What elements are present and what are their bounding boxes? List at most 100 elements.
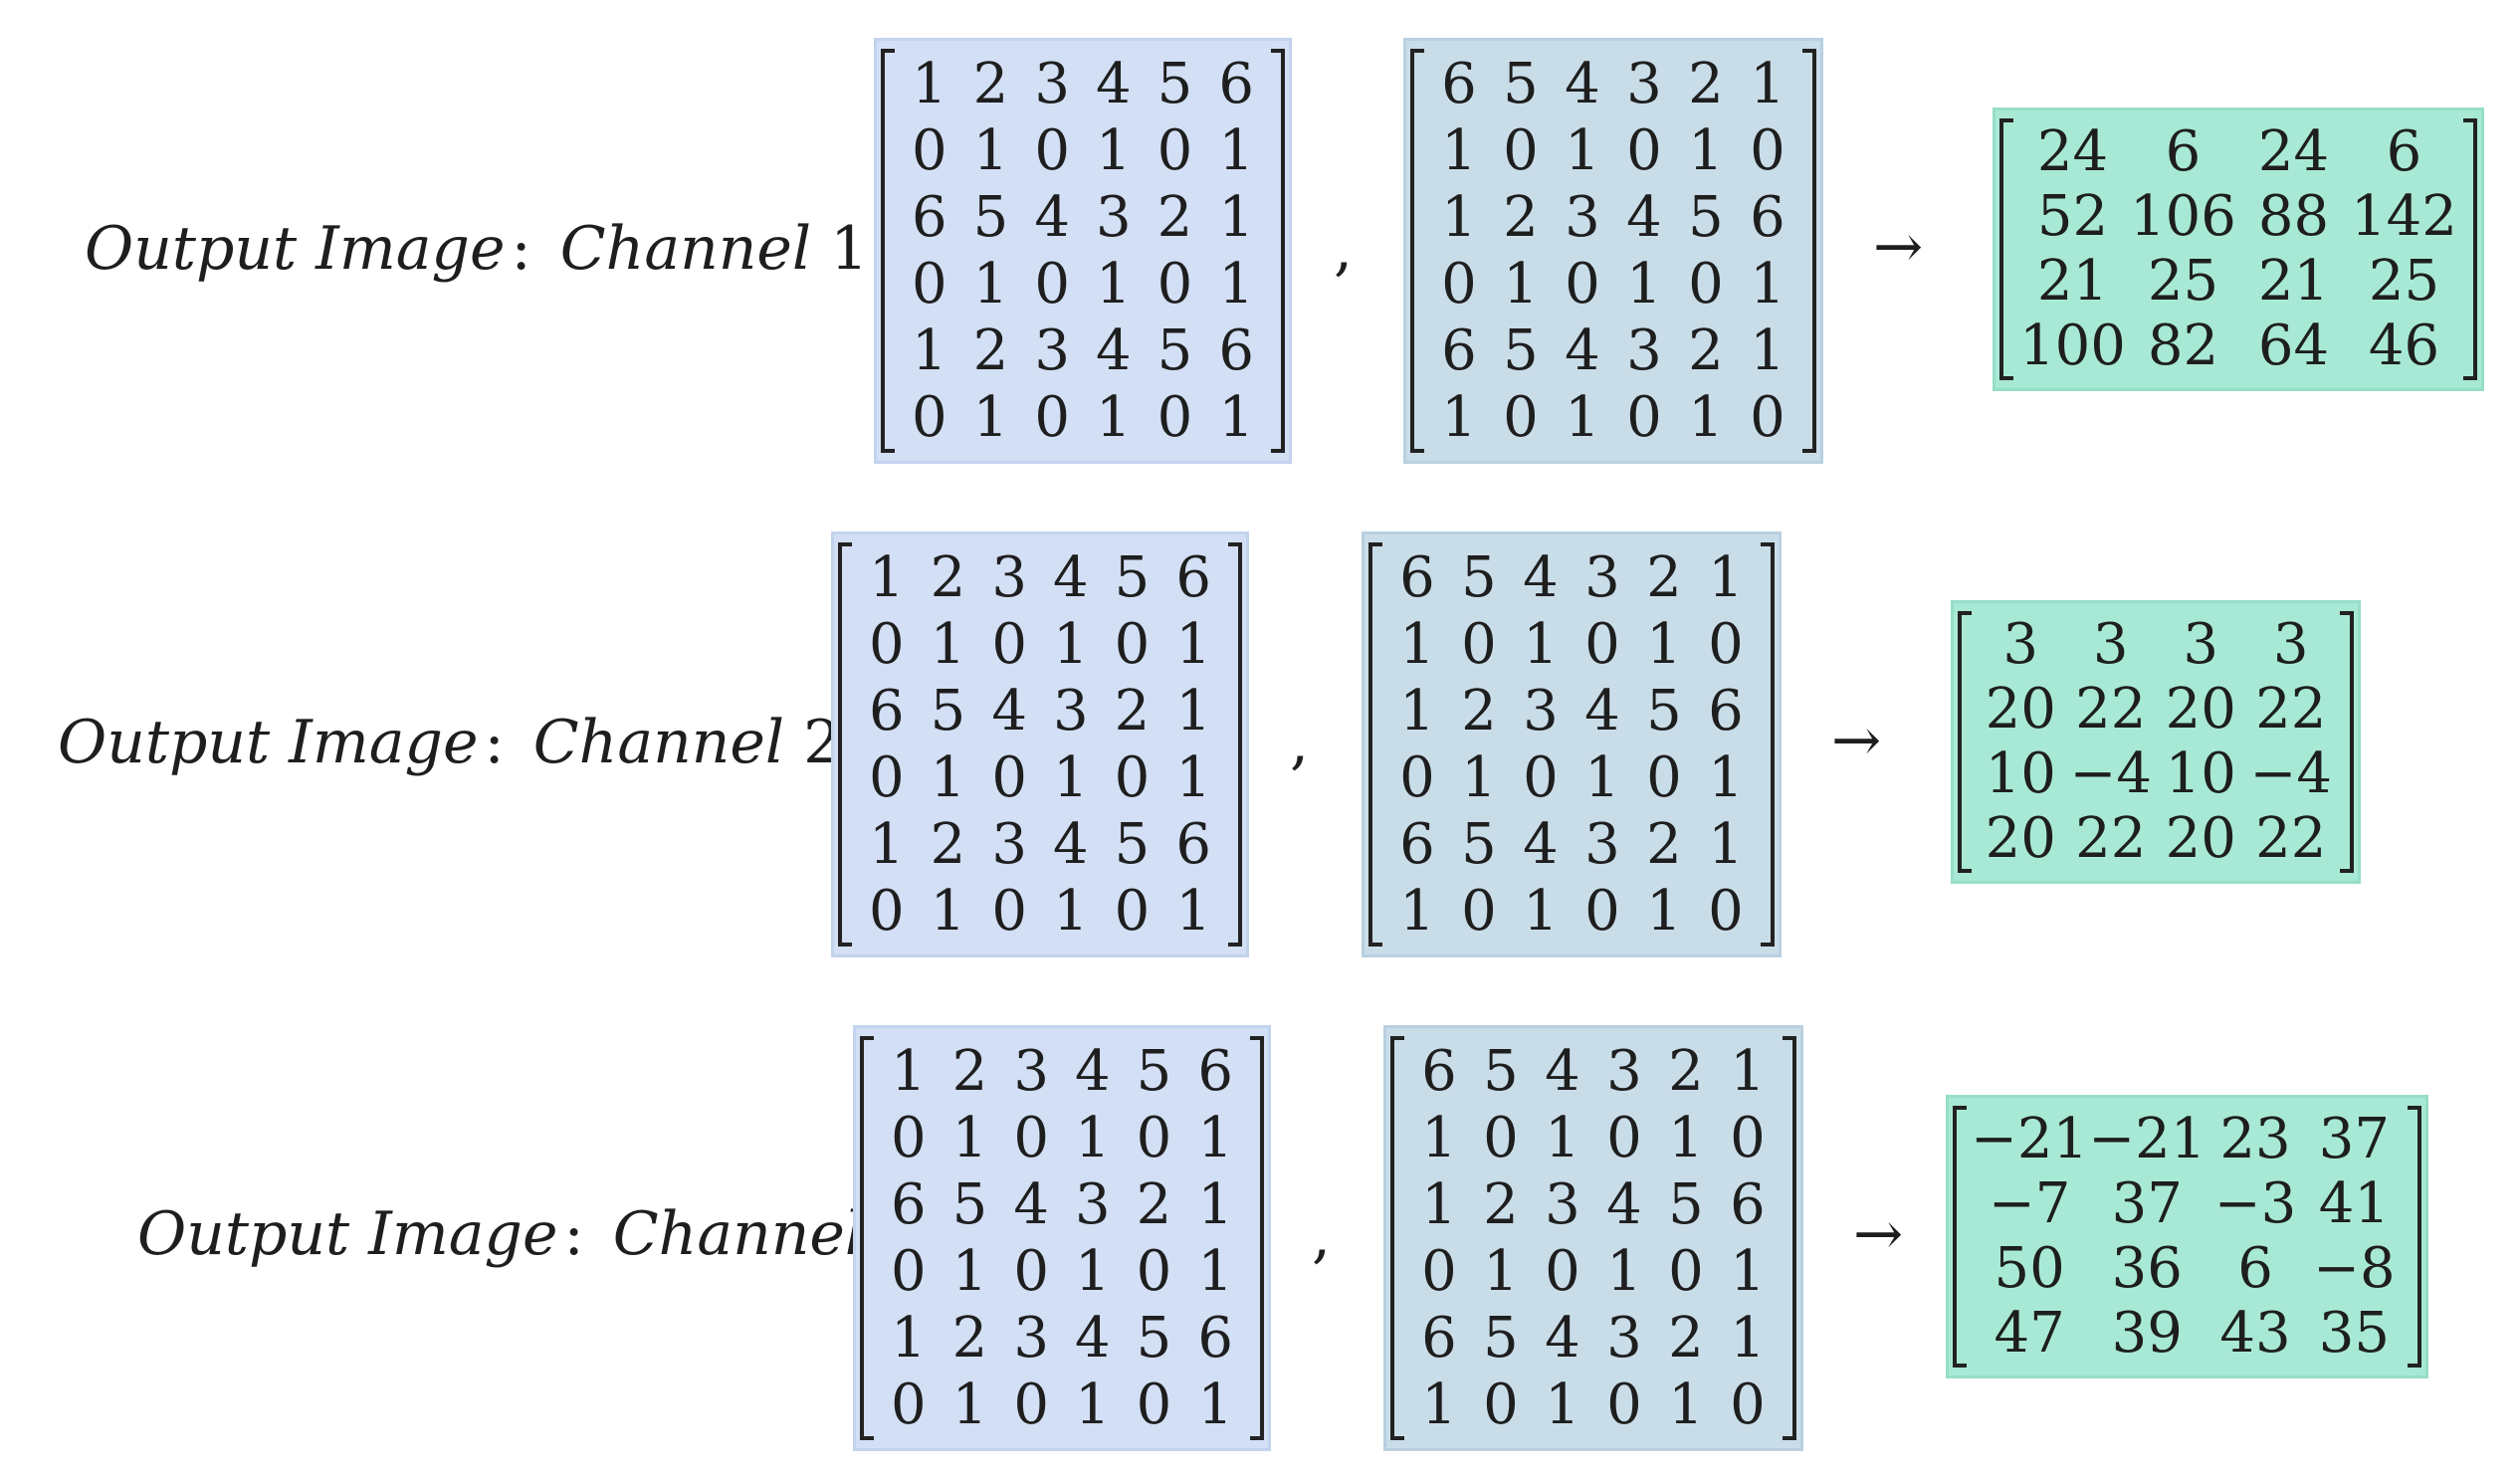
matrix-cell: 3 bbox=[1545, 1171, 1580, 1237]
matrix-cell: 2 bbox=[1503, 184, 1539, 250]
matrix-cell: 4 bbox=[1013, 1171, 1049, 1237]
matrix-cell: 0 bbox=[869, 744, 905, 810]
matrix-cell: 5 bbox=[1503, 317, 1539, 383]
matrix-cell: 0 bbox=[991, 878, 1027, 944]
matrix-cell: 20 bbox=[1985, 677, 2056, 742]
matrix-cell: 0 bbox=[1688, 251, 1724, 316]
matrix-cell: 4 bbox=[1523, 544, 1559, 610]
comma-separator: , bbox=[1312, 1201, 1332, 1271]
matrix-cell: −4 bbox=[2249, 740, 2333, 806]
matrix-cell: 0 bbox=[1503, 117, 1539, 183]
left-bracket bbox=[1390, 1036, 1404, 1440]
matrix-cell: 3 bbox=[1034, 317, 1070, 383]
matrix-cell: 0 bbox=[1156, 384, 1193, 450]
matrix-cell: 0 bbox=[912, 117, 947, 183]
matrix-cell: 20 bbox=[1985, 805, 2056, 871]
matrix-cell: 1 bbox=[912, 317, 947, 383]
matrix-cell: 0 bbox=[1034, 251, 1070, 316]
matrix-cell: 1 bbox=[1483, 1238, 1519, 1304]
matrix-cell: 1 bbox=[1606, 1238, 1642, 1304]
row-label-1: Output Image: Channel 1 bbox=[85, 214, 869, 284]
matrix-cell: 4 bbox=[1075, 1305, 1111, 1371]
matrix-cell: 1 bbox=[1688, 117, 1724, 183]
matrix-cell: 1 bbox=[891, 1305, 927, 1371]
matrix-cell: 0 bbox=[1136, 1372, 1172, 1437]
matrix-cell: 1 bbox=[1075, 1105, 1111, 1170]
matrix-cell: 0 bbox=[1461, 611, 1497, 677]
matrix-cell: 1 bbox=[1461, 744, 1497, 810]
matrix-cell: 1 bbox=[1421, 1171, 1457, 1237]
matrix-cell: 1 bbox=[930, 611, 966, 677]
matrix-cell: 1 bbox=[1730, 1305, 1766, 1371]
matrix-cell: 1 bbox=[891, 1038, 927, 1104]
matrix-cell: 1 bbox=[1218, 184, 1254, 250]
left-bracket bbox=[881, 49, 895, 453]
matrix-cell: 5 bbox=[1461, 544, 1497, 610]
matrix-cell: 4 bbox=[1584, 678, 1620, 743]
matrix-cell: 6 bbox=[1441, 51, 1477, 116]
matrix-cell: 1 bbox=[1441, 117, 1477, 183]
matrix-cell: 2 bbox=[1688, 51, 1724, 116]
matrix-cell: 1 bbox=[972, 384, 1009, 450]
matrix-cell: 1 bbox=[1565, 117, 1600, 183]
matrix-cell: 3 bbox=[991, 544, 1027, 610]
matrix-cell: 4 bbox=[1626, 184, 1662, 250]
matrix-cell: 5 bbox=[1668, 1171, 1704, 1237]
matrix-cell: 0 bbox=[891, 1372, 927, 1437]
channel-word: Channel bbox=[612, 1199, 865, 1269]
left-bracket bbox=[860, 1036, 874, 1440]
matrix-cell: 5 bbox=[1114, 811, 1151, 877]
left-bracket bbox=[1958, 611, 1972, 873]
matrix-cell: 5 bbox=[1114, 544, 1151, 610]
matrix-cell: 1 bbox=[1399, 611, 1435, 677]
matrix-cell: 1 bbox=[1503, 251, 1539, 316]
matrix-cell: 4 bbox=[1053, 811, 1089, 877]
comma-separator: , bbox=[1290, 708, 1310, 777]
matrix-cell: 0 bbox=[1483, 1372, 1519, 1437]
matrix-cell: 1 bbox=[1441, 184, 1477, 250]
matrix-cell: 20 bbox=[2165, 805, 2236, 871]
matrix-cell: 0 bbox=[1114, 744, 1151, 810]
channel-word: Channel bbox=[532, 708, 785, 777]
matrix-cell: 52 bbox=[2036, 184, 2109, 250]
matrix-cell: 1 bbox=[1708, 544, 1744, 610]
matrix-cell: 6 bbox=[891, 1171, 927, 1237]
matrix-cell: 0 bbox=[1565, 251, 1600, 316]
matrix-cell: 1 bbox=[951, 1372, 988, 1437]
matrix-cell: 1 bbox=[1053, 611, 1089, 677]
matrix-cell: 0 bbox=[1668, 1238, 1704, 1304]
matrix-cell: 0 bbox=[1034, 384, 1070, 450]
matrix-cell: 5 bbox=[1483, 1305, 1519, 1371]
matrix-cell: 82 bbox=[2147, 313, 2219, 378]
matrix-cell: 0 bbox=[1708, 878, 1744, 944]
matrix-cell: 5 bbox=[1156, 51, 1193, 116]
matrix-cell: 41 bbox=[2318, 1171, 2390, 1237]
matrix-cell: 1 bbox=[1688, 384, 1724, 450]
matrix-cell: 0 bbox=[1730, 1105, 1766, 1170]
matrix-cell: 1 bbox=[1668, 1105, 1704, 1170]
matrix-cell: 1 bbox=[1399, 678, 1435, 743]
matrix-cell: 0 bbox=[991, 611, 1027, 677]
matrix-cell: 6 bbox=[1421, 1038, 1457, 1104]
row-label-3: Output Image: Channel 3 bbox=[137, 1199, 921, 1269]
matrix-cell: 6 bbox=[2386, 119, 2422, 185]
matrix-cell: 1 bbox=[1421, 1105, 1457, 1170]
matrix-cell: 6 bbox=[912, 184, 947, 250]
matrix-cell: 2 bbox=[951, 1305, 988, 1371]
matrix-cell: 3 bbox=[1053, 678, 1089, 743]
right-bracket bbox=[1250, 1036, 1264, 1440]
matrix-cell: 1 bbox=[1197, 1105, 1233, 1170]
matrix-cell: −3 bbox=[2213, 1171, 2297, 1237]
matrix-cell: 1 bbox=[930, 744, 966, 810]
matrix-cell: 1 bbox=[1218, 117, 1254, 183]
matrix-cell: 4 bbox=[1565, 51, 1600, 116]
matrix-cell: 1 bbox=[1175, 744, 1211, 810]
matrix-cell: 1 bbox=[1175, 611, 1211, 677]
right-bracket bbox=[1783, 1036, 1796, 1440]
matrix-cell: 3 bbox=[1034, 51, 1070, 116]
